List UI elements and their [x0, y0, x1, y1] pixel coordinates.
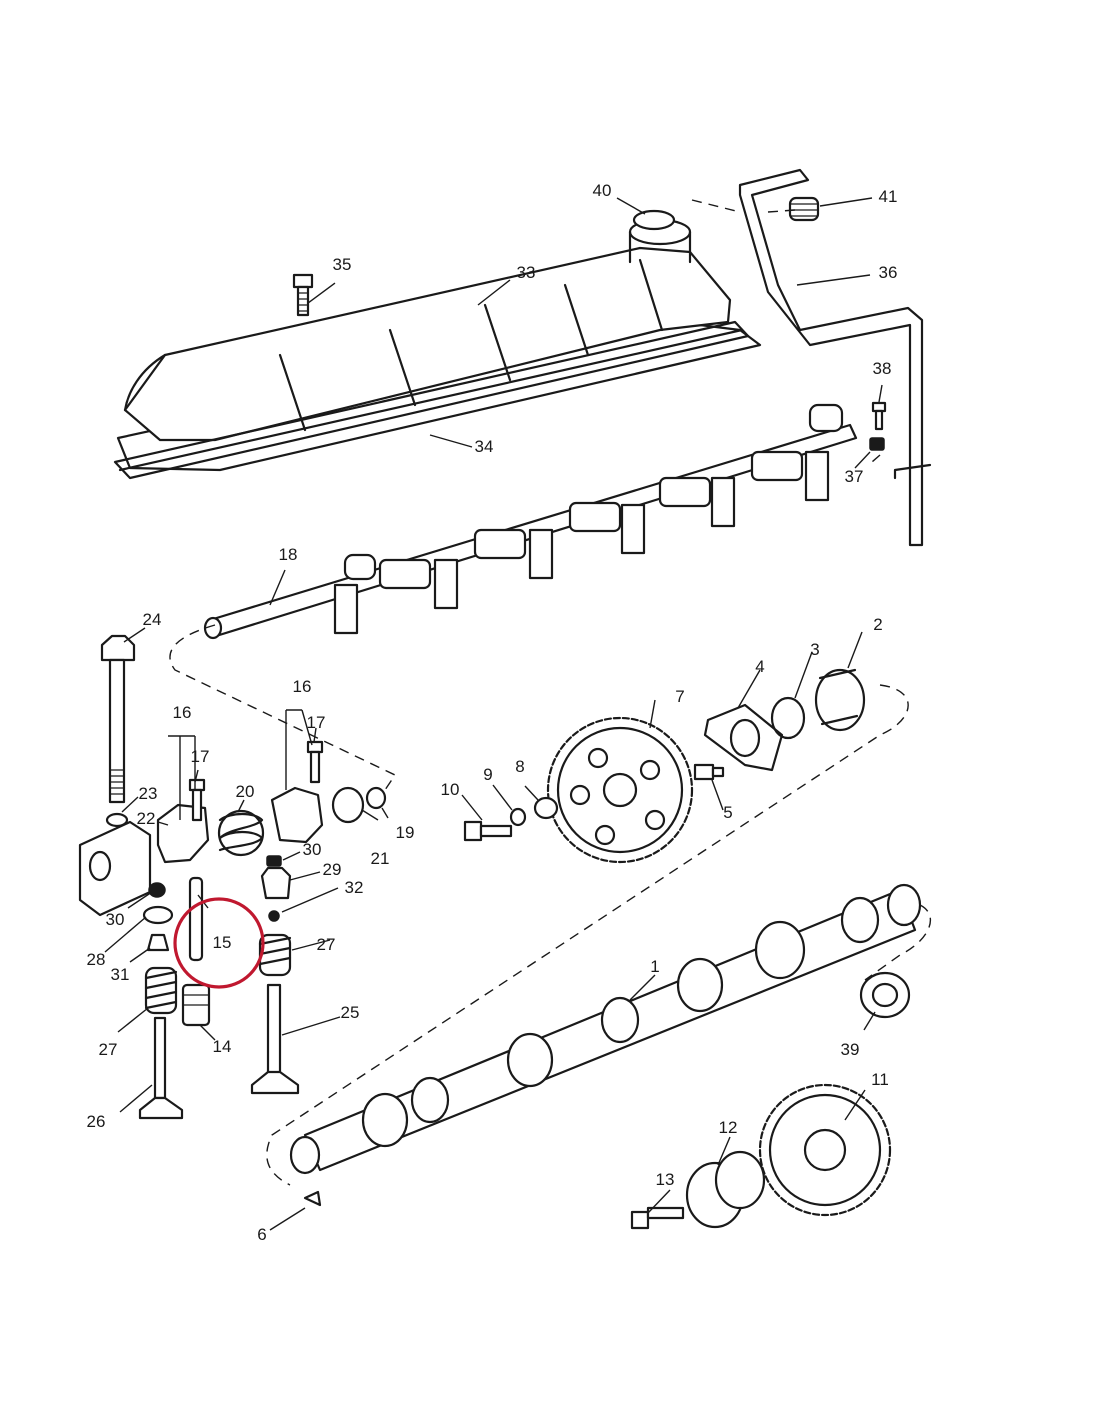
highlight-circle-part-15 — [173, 897, 265, 989]
label-29: 29 — [323, 860, 342, 879]
plug-19 — [365, 786, 387, 810]
adjusting-screw-17-right — [306, 740, 324, 784]
label-2: 2 — [873, 615, 882, 634]
label-25: 25 — [341, 1003, 360, 1022]
spacer-8 — [533, 796, 559, 820]
ring-3 — [770, 696, 806, 740]
label-24: 24 — [143, 610, 162, 629]
label-41: 41 — [879, 187, 898, 206]
bolt-5 — [693, 763, 725, 781]
label-15: 15 — [213, 933, 232, 952]
label-38: 38 — [873, 359, 892, 378]
label-33: 33 — [517, 263, 536, 282]
camshaft-1 — [289, 883, 922, 1175]
breather-tube-36 — [738, 168, 932, 547]
sleeve-2 — [814, 668, 866, 732]
hub-12 — [685, 1150, 766, 1229]
thrust-plate-39 — [859, 971, 911, 1019]
label-30-right: 30 — [303, 840, 322, 859]
ball-32 — [268, 910, 280, 922]
cap-30-left — [148, 882, 166, 898]
rocker-arm-16-right — [270, 786, 324, 844]
label-8: 8 — [515, 757, 524, 776]
nut-37 — [869, 437, 885, 451]
label-31: 31 — [111, 965, 130, 984]
label-9: 9 — [483, 765, 492, 784]
cover-gasket-34 — [113, 320, 750, 480]
spring-20 — [217, 809, 265, 857]
guide-14 — [181, 983, 211, 1027]
label-37: 37 — [845, 467, 864, 486]
valve-cover-33 — [116, 218, 762, 472]
bolt-35 — [292, 273, 314, 317]
bushing-21 — [331, 786, 365, 824]
label-34: 34 — [475, 437, 494, 456]
washer-9 — [509, 807, 527, 827]
washer-23 — [105, 812, 129, 828]
label-10: 10 — [441, 780, 460, 799]
cam-gear-7 — [546, 716, 694, 864]
bolt-13 — [630, 1206, 685, 1230]
label-27-right: 27 — [317, 935, 336, 954]
bolt-24 — [100, 634, 136, 804]
label-39: 39 — [841, 1040, 860, 1059]
crank-gear-11 — [758, 1083, 892, 1217]
valve-spring-27-left — [144, 966, 178, 1015]
hose-41 — [788, 196, 820, 222]
rocker-shaft-18 — [203, 403, 858, 640]
rocker-bracket-22 — [78, 820, 152, 917]
leader-lines — [104, 197, 883, 1231]
valve-26 — [138, 1016, 184, 1120]
label-17-left: 17 — [191, 747, 210, 766]
label-4: 4 — [755, 657, 764, 676]
label-11: 11 — [871, 1070, 889, 1089]
label-12: 12 — [719, 1118, 738, 1137]
label-32: 32 — [345, 878, 364, 897]
push-rod-15 — [188, 876, 204, 962]
screw-38 — [871, 401, 887, 431]
part-labels: 1 2 3 4 5 6 7 8 9 10 11 12 13 14 15 16 1… — [87, 181, 898, 1244]
label-17-right: 17 — [307, 713, 326, 732]
label-28: 28 — [87, 950, 106, 969]
label-27-left: 27 — [99, 1040, 118, 1059]
label-26: 26 — [87, 1112, 106, 1131]
label-30-left: 30 — [106, 910, 125, 929]
cap-30-right — [266, 855, 282, 867]
label-13: 13 — [656, 1170, 675, 1189]
key-6 — [303, 1190, 322, 1207]
label-18: 18 — [279, 545, 298, 564]
seal-31 — [146, 933, 170, 952]
valve-spring-27-right — [258, 933, 292, 977]
label-36: 36 — [879, 263, 898, 282]
assembly-dashed-lines — [169, 199, 931, 1186]
plate-4 — [703, 703, 784, 772]
label-40: 40 — [593, 181, 612, 200]
label-6: 6 — [257, 1225, 266, 1244]
label-20: 20 — [236, 782, 255, 801]
lifter-29 — [260, 866, 292, 900]
label-16-left: 16 — [173, 703, 192, 722]
label-3: 3 — [810, 640, 819, 659]
label-14: 14 — [213, 1037, 232, 1056]
label-5: 5 — [723, 803, 732, 822]
label-35: 35 — [333, 255, 352, 274]
label-1: 1 — [650, 957, 659, 976]
adjusting-screw-17-left — [188, 778, 206, 822]
cap-40 — [632, 209, 676, 231]
label-7: 7 — [675, 687, 684, 706]
bolt-10 — [463, 820, 513, 842]
label-21: 21 — [371, 849, 390, 868]
valve-25 — [250, 983, 300, 1095]
label-23: 23 — [139, 784, 158, 803]
label-22: 22 — [137, 809, 156, 828]
label-16-right: 16 — [293, 677, 312, 696]
label-19: 19 — [396, 823, 415, 842]
retainer-28 — [142, 905, 174, 925]
